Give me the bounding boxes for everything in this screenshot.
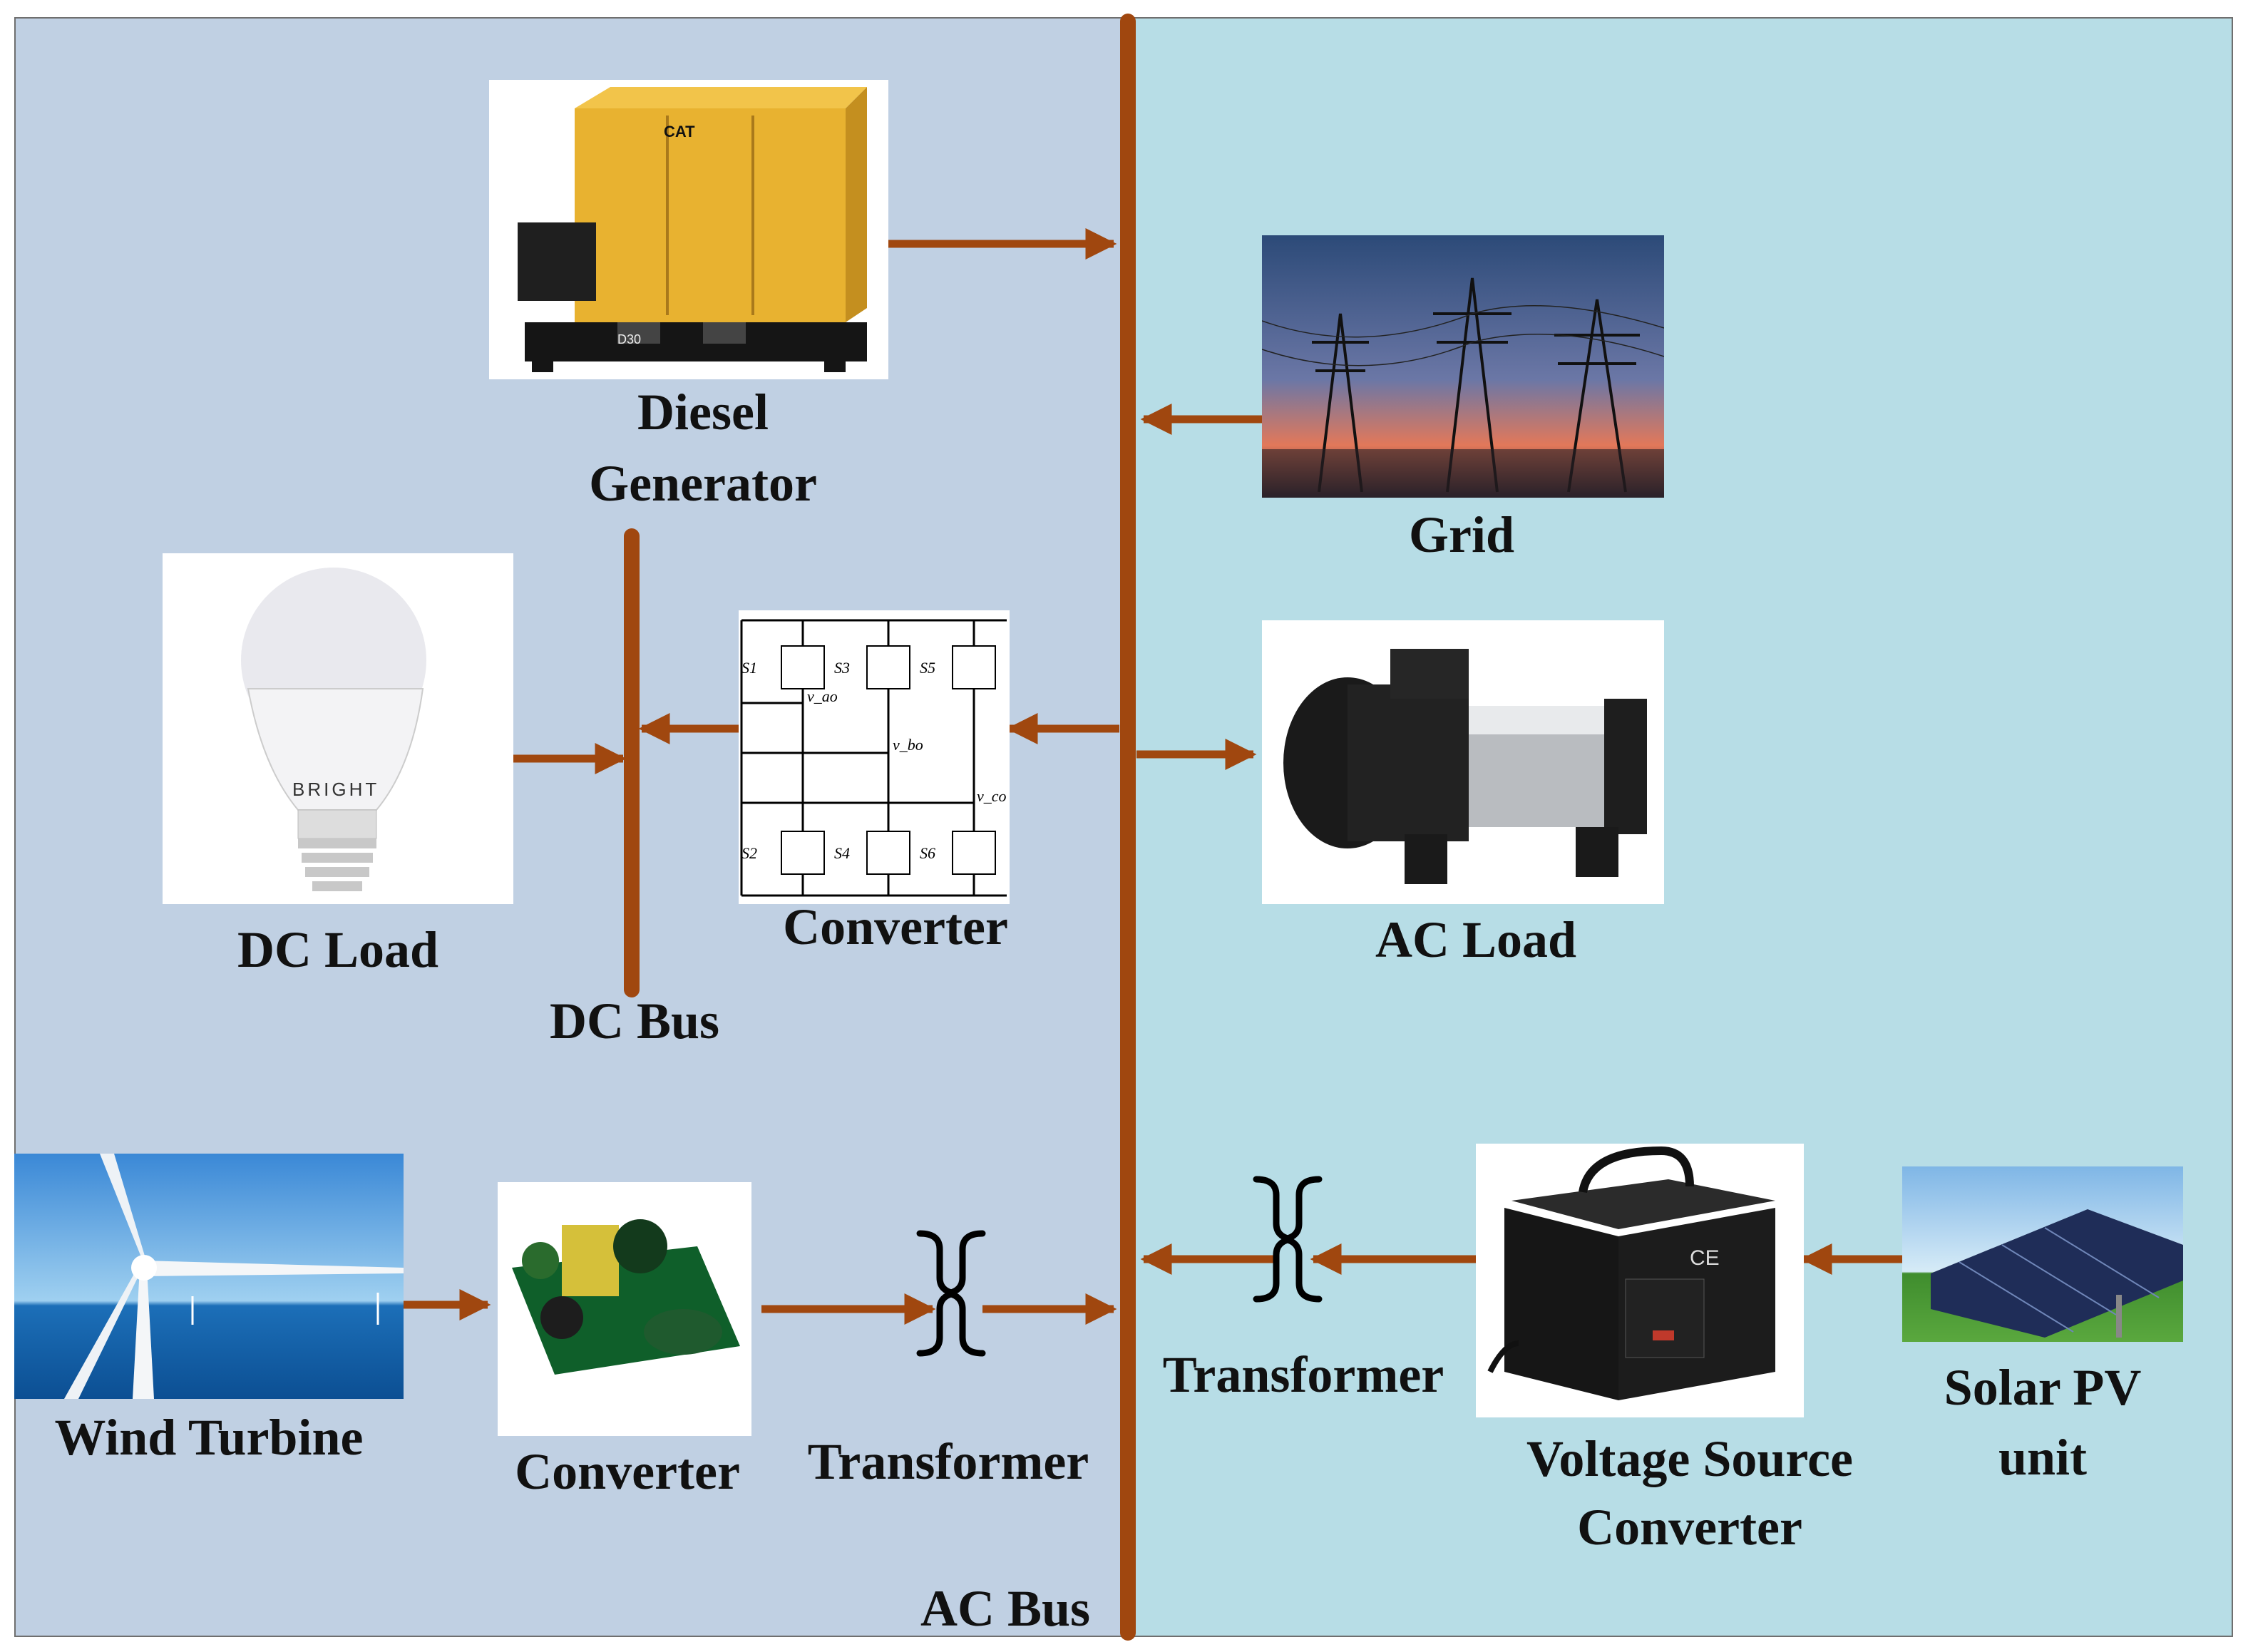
- solar-pv-image: [1902, 1166, 2183, 1342]
- switch-s2: S2: [741, 844, 757, 862]
- label-generator: Generator: [589, 455, 817, 512]
- vsc-ce-mark: CE: [1690, 1246, 1720, 1270]
- bulb-brand: BRIGHT: [292, 779, 379, 800]
- switch-s3: S3: [834, 659, 850, 677]
- label-solar-unit: unit: [1998, 1429, 2088, 1486]
- dc-load-image: BRIGHT: [163, 553, 513, 904]
- label-ac-bus: AC Bus: [920, 1580, 1091, 1637]
- node-vao: v_ao: [807, 687, 838, 705]
- switch-s1: S1: [741, 659, 757, 677]
- label-voltage-source: Voltage Source: [1526, 1430, 1853, 1487]
- switch-s5: S5: [920, 659, 935, 677]
- label-transformer-right: Transformer: [1162, 1346, 1444, 1403]
- label-converter-top: Converter: [783, 898, 1008, 955]
- label-solar-pv: Solar PV: [1944, 1359, 2142, 1416]
- label-converter-bottom: Converter: [515, 1443, 740, 1500]
- diesel-generator-image: CAT D30: [489, 80, 888, 379]
- node-vco: v_co: [977, 787, 1007, 805]
- ac-load-image: [1262, 620, 1664, 904]
- grid-image: [1262, 235, 1664, 498]
- vsc-image: CE: [1476, 1144, 1804, 1417]
- label-dc-load: DC Load: [237, 921, 439, 978]
- label-transformer-left: Transformer: [807, 1433, 1089, 1490]
- label-diesel: Diesel: [637, 384, 769, 441]
- genset-brand: CAT: [664, 123, 695, 140]
- label-grid: Grid: [1408, 506, 1514, 563]
- label-wind-turbine: Wind Turbine: [54, 1409, 364, 1466]
- node-vbo: v_bo: [893, 736, 923, 754]
- label-ac-load: AC Load: [1375, 911, 1577, 968]
- converter-schematic: S1 S3 S5 S2 S4 S6 v_ao v_bo v_co: [739, 610, 1010, 904]
- transformer-symbol-left: [916, 1230, 986, 1357]
- wind-turbine-image: [14, 1154, 404, 1399]
- genset-model: D30: [617, 332, 641, 347]
- label-vsc-converter: Converter: [1577, 1499, 1802, 1556]
- switch-s6: S6: [920, 844, 935, 862]
- transformer-symbol-right: [1253, 1176, 1323, 1303]
- switch-s4: S4: [834, 844, 850, 862]
- converter-pcb-image: [498, 1182, 751, 1436]
- label-dc-bus: DC Bus: [549, 992, 720, 1050]
